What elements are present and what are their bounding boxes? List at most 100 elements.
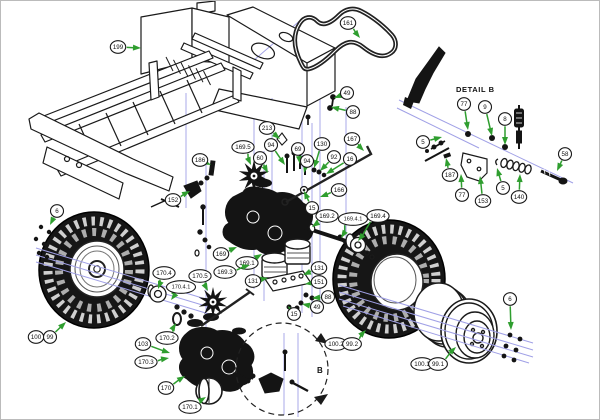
callout-balloon [299, 154, 315, 168]
callout-balloon [315, 209, 339, 223]
callout-label: 6 [55, 208, 59, 215]
callout-balloon [557, 147, 573, 161]
key-plate-213 [276, 132, 288, 146]
callout-label: 100.1 [414, 361, 430, 368]
callout-8: 8 [497, 112, 513, 145]
leader-line [331, 162, 345, 171]
callout-94: 94 [263, 138, 285, 165]
leader-arrowhead-icon [228, 247, 237, 253]
callout-label: 151 [314, 279, 325, 286]
callout-169.3: 169.3 [213, 264, 250, 279]
leader-arrowhead-icon [331, 105, 340, 112]
callout-balloon [290, 142, 306, 156]
callout-label: 170.1 [182, 404, 198, 411]
callout-label: 77 [461, 101, 468, 108]
leader-line [480, 182, 483, 194]
leader-line [172, 379, 180, 385]
callout-balloon [178, 400, 202, 414]
leader-arrowhead-icon [358, 232, 366, 241]
leader-line [498, 174, 502, 182]
callout-label: 169.1 [239, 260, 255, 267]
callout-balloon [155, 331, 179, 345]
callout-77: 77 [456, 97, 472, 130]
callout-label: 94 [304, 158, 311, 165]
leader-arrowhead-icon [352, 29, 360, 38]
leader-arrowhead-icon [463, 121, 470, 130]
callout-131: 131 [303, 261, 328, 275]
callout-170: 170 [157, 376, 185, 395]
callout-label: 6 [508, 296, 512, 303]
callout-label: 99 [47, 334, 54, 341]
left-oil-filter [195, 377, 223, 405]
callout-170.2: 170.2 [155, 323, 179, 345]
leader-line [361, 221, 372, 236]
callout-131: 131 [244, 274, 268, 288]
callout-5: 5 [415, 135, 442, 149]
callout-151: 151 [305, 275, 328, 289]
leader-arrowhead-icon [477, 176, 484, 185]
left-transaxle [147, 284, 255, 405]
callout-label: 170.4.1 [172, 284, 191, 290]
adjuster-bolt [514, 105, 524, 149]
callout-balloon [330, 183, 348, 197]
callout-label: 169.3 [217, 269, 233, 276]
callout-69: 69 [290, 142, 306, 164]
callout-balloon [165, 280, 197, 294]
left-wheel-rim [69, 240, 125, 298]
detail-b-title: DETAIL B [456, 85, 495, 94]
callout-169.4.1: 169.4.1 [337, 212, 369, 238]
callout-balloon [441, 168, 459, 182]
leader-arrowhead-icon [312, 219, 321, 227]
callout-170.3: 170.3 [134, 355, 169, 369]
callout-169.2: 169.2 [312, 209, 339, 227]
callout-balloon [320, 290, 336, 304]
callout-15: 15 [304, 191, 320, 215]
leader-line [274, 150, 282, 160]
callout-92: 92 [320, 150, 342, 171]
leader-arrowhead-icon [171, 291, 179, 300]
leader-arrowhead-icon [313, 159, 320, 168]
leader-arrowhead-icon [496, 168, 503, 177]
callout-166: 166 [320, 183, 348, 198]
callout-balloon [134, 355, 158, 369]
callout-label: 49 [314, 304, 321, 311]
leader-arrowhead-icon [458, 174, 465, 183]
callout-balloon [109, 40, 127, 54]
callout-balloon [188, 269, 212, 283]
callout-60: 60 [252, 151, 268, 173]
lower-brake-rod [200, 288, 255, 327]
callout-balloon [477, 100, 493, 114]
leader-arrowhead-icon [160, 356, 169, 363]
callout-balloon [213, 265, 237, 279]
callout-label: 94 [268, 142, 275, 149]
leader-line [150, 345, 164, 352]
callout-balloon [49, 204, 65, 218]
callout-140: 140 [510, 174, 528, 204]
callout-label: 88 [325, 294, 332, 301]
construction-lines-axle [35, 99, 574, 364]
callout-balloon [495, 181, 511, 195]
callout-label: 169.5 [235, 144, 251, 151]
callout-balloon [456, 97, 472, 111]
callout-label: 169.4.1 [344, 216, 363, 222]
leader-arrowhead-icon [181, 191, 190, 198]
center-transaxle [150, 94, 375, 317]
callout-label: 49 [344, 90, 351, 97]
callout-balloon [366, 209, 390, 223]
callout-6: 6 [49, 204, 65, 225]
leader-arrowhead-icon [516, 174, 523, 183]
callout-balloon [428, 357, 448, 371]
callout-58: 58 [557, 147, 573, 171]
callout-label: 169.4 [370, 213, 386, 220]
callout-label: 131 [314, 265, 325, 272]
callout-label: 186 [195, 157, 206, 164]
callout-label: 69 [295, 146, 302, 153]
callout-balloon [339, 86, 355, 100]
detail-view-circle: B [232, 322, 329, 416]
callout-88: 88 [312, 290, 336, 304]
callout-balloon [244, 274, 262, 288]
left-lug-nuts [33, 224, 52, 260]
brake-lever [406, 46, 446, 104]
callout-balloon [510, 190, 528, 204]
callout-balloon [235, 256, 259, 270]
